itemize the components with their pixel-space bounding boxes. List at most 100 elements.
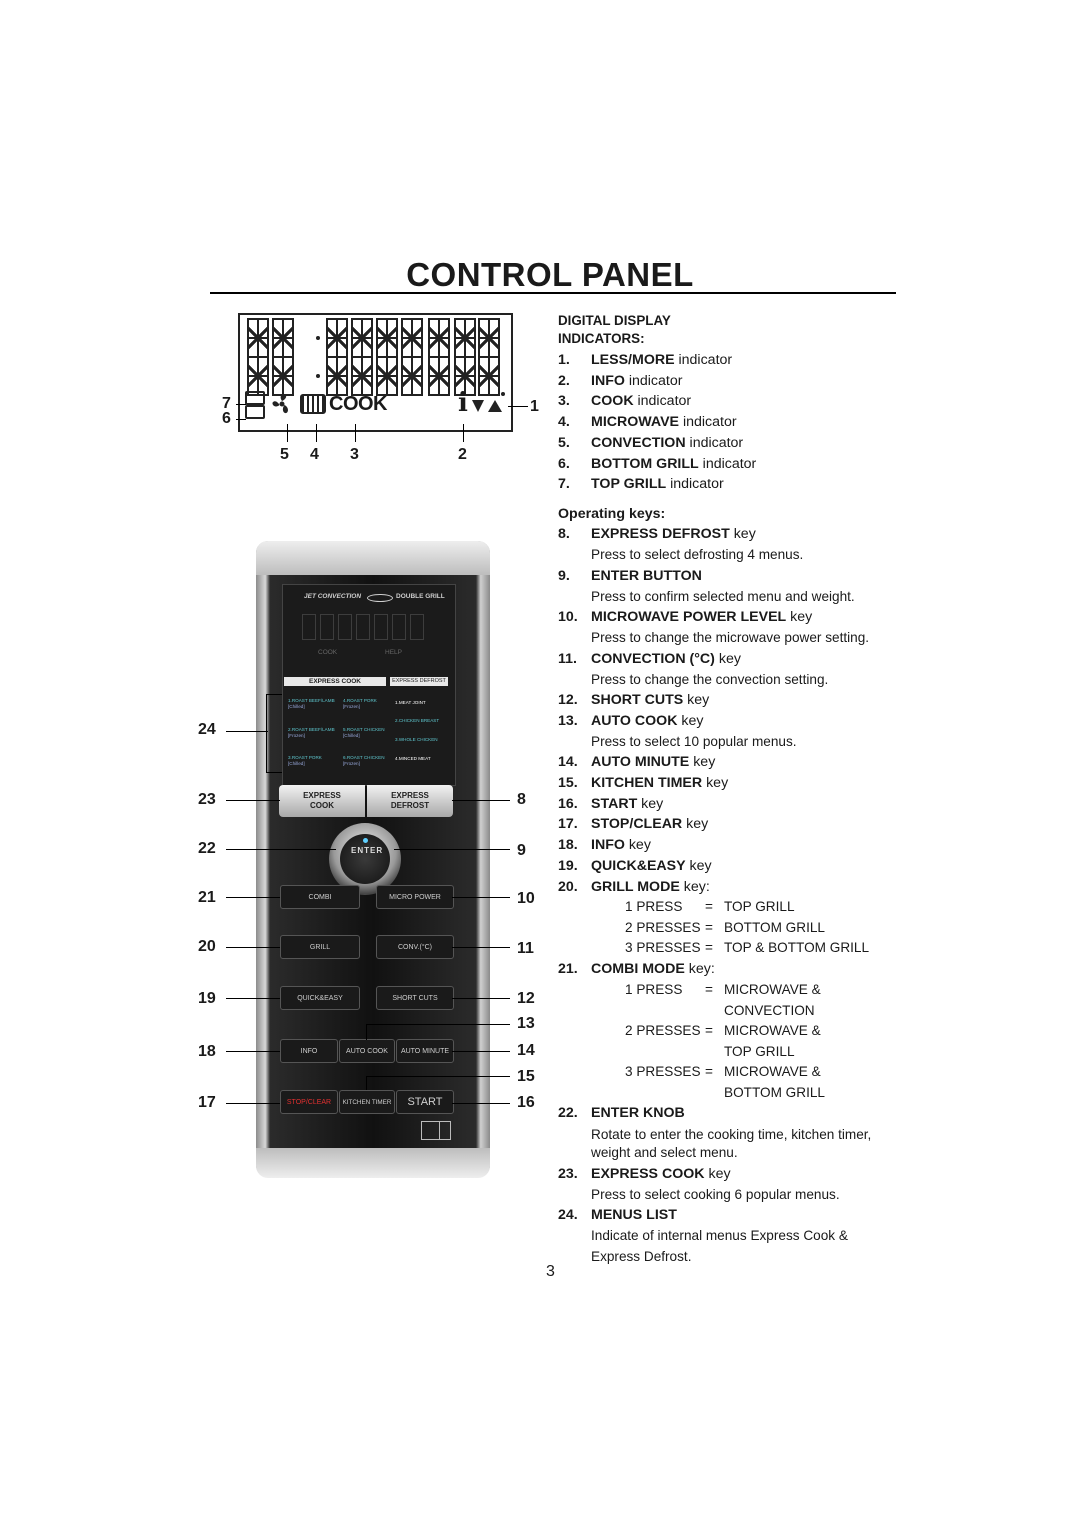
express-defrost-header: EXPRESS DEFROST: [390, 677, 448, 686]
key-item: 21.COMBI MODE key:: [558, 961, 715, 977]
info-indicator-icon: i: [458, 388, 468, 418]
mode-table-cell: 1 PRESS: [625, 899, 683, 914]
stop-clear-button[interactable]: STOP/CLEAR: [280, 1090, 338, 1114]
key-item: 9.ENTER BUTTON: [558, 568, 702, 584]
lcd-segment-digit: [401, 356, 423, 396]
panel-top-trim: [256, 541, 490, 575]
mode-table-cell: MICROWAVE &: [724, 1064, 821, 1079]
key-description: weight and select menu.: [591, 1145, 738, 1160]
mode-table-cell: 2 PRESSES: [625, 919, 701, 935]
cook-indicator-label: COOK: [329, 393, 388, 415]
lcd-segment-digit: [247, 356, 269, 396]
callout-2: 2: [458, 446, 467, 463]
key-item: 17.STOP/CLEAR key: [558, 816, 709, 832]
page-title: CONTROL PANEL: [406, 256, 694, 293]
info-button[interactable]: INFO: [280, 1039, 338, 1063]
callout-9: 9: [517, 842, 526, 859]
callout-16: 16: [517, 1094, 535, 1111]
combi-button[interactable]: COMBI: [280, 885, 360, 909]
indicator-item: 1.LESS/MORE indicator: [558, 352, 733, 368]
panel-lcd-ghost-digit: [320, 614, 334, 640]
microwave-icon: [300, 394, 326, 414]
callout-1: 1: [530, 398, 539, 415]
mode-table-cell: TOP GRILL: [724, 899, 795, 914]
callout-line: [226, 947, 280, 949]
mode-table-cell: MICROWAVE &: [724, 982, 821, 997]
callout-7: 7: [222, 395, 231, 412]
menu-state: [Frozen]: [288, 733, 305, 738]
key-item: 22.ENTER KNOB: [558, 1105, 685, 1121]
express-cook-menu-item: 2.ROAST BEEF/LAMB[Frozen]: [288, 727, 335, 739]
callout-line: [287, 424, 289, 442]
callout-18: 18: [198, 1043, 216, 1060]
express-defrost-label: EXPRESS DEFROST: [390, 791, 430, 810]
key-description: Press to confirm selected menu and weigh…: [591, 589, 855, 604]
panel-lcd-ghost-digit: [392, 614, 406, 640]
callout-line: [452, 1103, 510, 1105]
callout-line: [366, 1024, 510, 1026]
express-cook-menu-item: 3.ROAST PORK[Chilled]: [288, 755, 322, 767]
grill-button[interactable]: GRILL: [280, 935, 360, 959]
callout-24: 24: [198, 721, 216, 738]
callout-3: 3: [350, 446, 359, 463]
menu-name: 2.ROAST BEEF/LAMB: [288, 727, 335, 732]
display-heading-2: INDICATORS:: [558, 331, 645, 346]
callout-5: 5: [280, 446, 289, 463]
express-defrost-menu-item: 2.CHICKEN BREAST: [395, 718, 440, 723]
lcd-segment-digit: [401, 318, 423, 358]
menu-state: [Frozen]: [343, 761, 360, 766]
page-number: 3: [546, 1263, 555, 1280]
micro-power-button[interactable]: MICRO POWER: [376, 885, 454, 909]
mode-table-cell: TOP GRILL: [724, 1043, 795, 1059]
mode-table-cell: CONVECTION: [724, 1002, 815, 1018]
callout-line: [355, 424, 357, 442]
express-defrost-button[interactable]: EXPRESS DEFROST: [367, 785, 453, 817]
mode-table-cell: =: [705, 919, 713, 935]
conv-button[interactable]: CONV.(°C): [376, 935, 454, 959]
callout-8: 8: [517, 791, 526, 808]
lcd-segment-digit: [272, 356, 294, 396]
menu-state: [Frozen]: [343, 704, 360, 709]
quick-easy-button[interactable]: QUICK&EASY: [280, 986, 360, 1010]
callout-line: [236, 404, 246, 406]
operating-heading: Operating keys:: [558, 506, 666, 522]
menu-name: 6.ROAST CHICKEN: [343, 755, 385, 760]
mode-table-cell: =: [705, 1064, 713, 1079]
callout-line: [226, 731, 268, 733]
callout-4: 4: [310, 446, 319, 463]
enter-led-icon: [363, 838, 368, 843]
indicator-item: 6.BOTTOM GRILL indicator: [558, 455, 757, 472]
start-button[interactable]: START: [396, 1090, 454, 1114]
panel-lcd-ghost-digit: [374, 614, 388, 640]
auto-minute-button[interactable]: AUTO MINUTE: [396, 1039, 454, 1063]
express-cook-header: EXPRESS COOK: [284, 677, 386, 686]
indicator-item: 2.INFO indicator: [558, 372, 683, 389]
callout-line: [452, 998, 510, 1000]
indicator-item: 5.CONVECTION indicator: [558, 434, 744, 451]
express-cook-label: EXPRESS COOK: [303, 791, 341, 810]
display-heading-1: DIGITAL DISPLAY: [558, 313, 671, 328]
callout-12: 12: [517, 990, 535, 1007]
menu-name: 1.ROAST BEEF/LAMB: [288, 698, 335, 703]
mode-table-cell: 3 PRESSES: [625, 1064, 701, 1079]
menu-state: [Chilled]: [288, 704, 305, 709]
callout-line: [508, 406, 528, 408]
panel-lcd-ghost-digit: [410, 614, 424, 640]
menu-name: 4.ROAST PORK: [343, 698, 377, 703]
indicator-item: 7.TOP GRILL indicator: [558, 476, 724, 493]
callout-13: 13: [517, 1015, 535, 1032]
short-cuts-button[interactable]: SHORT CUTS: [376, 986, 454, 1010]
kitchen-timer-button[interactable]: KITCHEN TIMER: [339, 1090, 395, 1114]
express-defrost-menu-item: 3.WHOLE CHICKEN: [395, 737, 438, 742]
convection-fan-icon: [272, 393, 288, 414]
panel-lcd-help: HELP: [385, 649, 402, 656]
auto-cook-button[interactable]: AUTO COOK: [339, 1039, 395, 1063]
callout-14: 14: [517, 1042, 535, 1059]
lcd-segment-digit: [428, 318, 450, 358]
menus-bracket: [266, 694, 268, 772]
callout-10: 10: [517, 890, 535, 907]
lcd-segment-digit: [478, 318, 500, 358]
express-cook-button[interactable]: EXPRESS COOK: [279, 785, 365, 817]
callout-line: [452, 1051, 510, 1053]
key-item: 19.QUICK&EASY key: [558, 858, 712, 874]
